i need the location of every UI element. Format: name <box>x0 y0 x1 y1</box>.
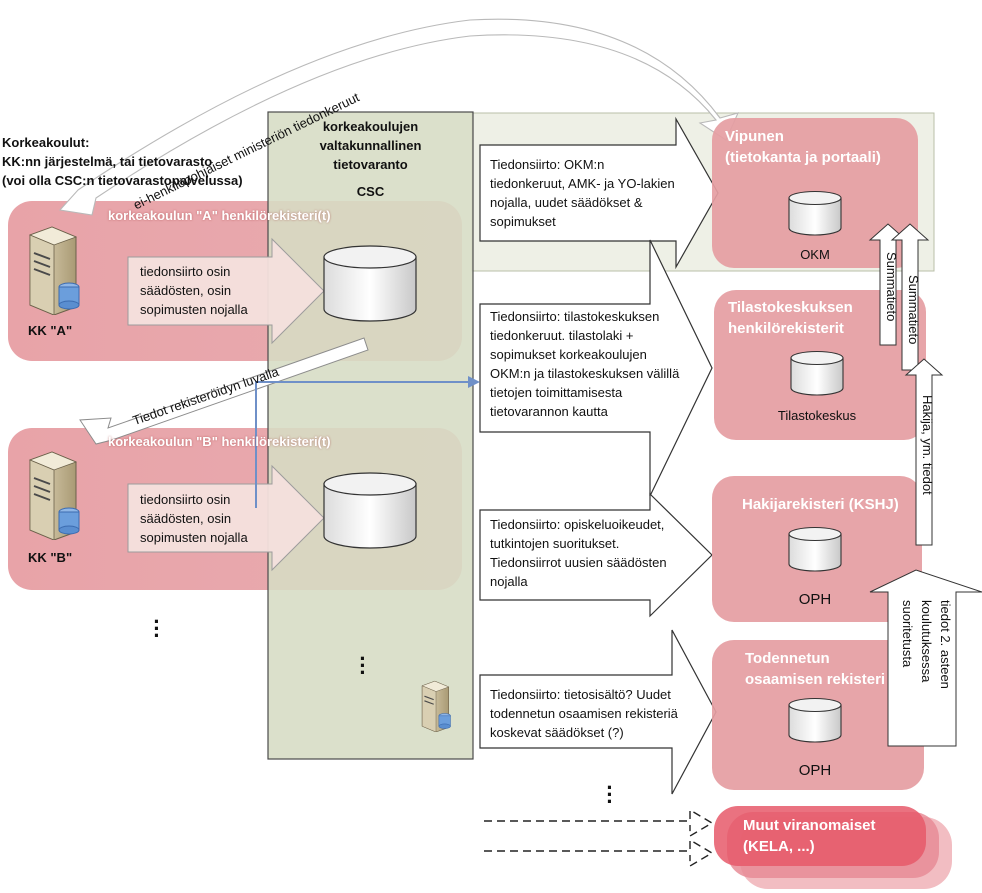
server-icon <box>28 451 80 540</box>
flow-hakija-line-3: Tiedonsiirrot uusien säädösten <box>490 555 667 570</box>
database-icon <box>788 526 842 572</box>
flow-hakija-line-2: tutkintojen suoritukset. <box>490 536 620 551</box>
vert-label-toinen-aste-1: tiedot 2. asteen <box>938 600 953 689</box>
flow-tilasto-line-4: OKM:n ja tilastokeskuksen välillä <box>490 366 680 381</box>
vertical-ellipsis-icon: ··· <box>153 609 161 648</box>
flow-okm-line-3: nojalla, uudet säädökset & <box>490 195 643 210</box>
vert-label-hakija: Hakija, ym. tiedot <box>920 395 935 495</box>
flow-arrow-todennettu <box>479 629 717 795</box>
csc-subtitle: CSC <box>356 184 385 199</box>
dashed-arrow-2 <box>484 838 714 868</box>
flow-tilasto-line-3: sopimukset korkeakoulujen <box>490 347 647 362</box>
vert-label-summatieto-1: Summatieto <box>884 252 899 322</box>
band-a-arrow-line-3: sopimusten nojalla <box>140 302 248 317</box>
database-icon <box>788 697 842 743</box>
vert-arrow-summatieto-1 <box>868 223 908 346</box>
server-icon <box>421 680 451 732</box>
target-vipunen-title-1: Vipunen <box>725 128 784 145</box>
flow-okm-line-2: tiedonkeruut, AMK- ja YO-lakien <box>490 176 675 191</box>
band-b-arrow <box>127 464 325 572</box>
flow-todennettu-line-1: Tiedonsiirto: tietosisältö? Uudet <box>490 687 671 702</box>
flow-todennettu-line-3: koskevat säädökset (?) <box>490 725 624 740</box>
vert-arrow-toinen-aste <box>869 569 982 747</box>
vertical-ellipsis-icon: ··· <box>606 775 614 814</box>
target-hakija-title: Hakijarekisteri (KSHJ) <box>742 496 899 513</box>
band-a-arrow-line-1: tiedonsiirto osin <box>140 264 231 279</box>
flow-hakija-line-1: Tiedonsiirto: opiskeluoikeudet, <box>490 517 665 532</box>
target-tilasto-db-label: Tilastokeskus <box>777 408 857 423</box>
database-icon <box>323 245 417 322</box>
header-line-1: Korkeakoulut: <box>2 135 90 150</box>
csc-title-line-3: tietovaranto <box>333 157 408 172</box>
target-todennettu-db-label: OPH <box>798 762 832 779</box>
target-vipunen-db-label: OKM <box>800 247 830 262</box>
header-line-2: KK:nn järjestelmä, tai tietovarasto <box>2 154 213 169</box>
flow-arrow-tilasto <box>479 239 713 497</box>
flow-hakija-line-4: nojalla <box>490 574 528 589</box>
csc-title-line-2: valtakunnallinen <box>319 138 422 153</box>
target-tilasto-title-2: henkilörekisterit <box>728 320 844 337</box>
band-b-arrow-line-2: säädösten, osin <box>140 511 232 526</box>
target-vipunen-title-2: (tietokanta ja portaali) <box>725 149 881 166</box>
band-a-arrow-line-2: säädösten, osin <box>140 283 232 298</box>
dashed-arrow-1 <box>484 808 714 838</box>
vert-label-toinen-aste-3: suoritetusta <box>900 600 915 668</box>
flow-okm-line-1: Tiedonsiirto: OKM:n <box>490 157 605 172</box>
vertical-ellipsis-icon: ··· <box>359 646 367 685</box>
blue-connector <box>255 381 468 508</box>
band-b-title: korkeakoulun "B" henkilörekisteri(t) <box>108 434 331 449</box>
top-curved-arrow <box>58 18 739 216</box>
flow-tilasto-line-6: tietovarannon kautta <box>490 404 608 419</box>
flow-tilasto-line-5: tietojen toimittamisesta <box>490 385 623 400</box>
band-b-arrow-line-1: tiedonsiirto osin <box>140 492 231 507</box>
flow-arrow-okm <box>479 116 719 270</box>
target-muut-title-1: Muut viranomaiset <box>743 817 876 834</box>
csc-title-line-1: korkeakoulujen <box>322 119 419 134</box>
flow-tilasto-line-2: tiedonkeruut. tilastolaki + <box>490 328 634 343</box>
target-hakija-db-label: OPH <box>798 591 832 608</box>
band-a-title: korkeakoulun "A" henkilörekisteri(t) <box>108 208 331 223</box>
vert-label-toinen-aste-2: koulutuksessa <box>919 600 934 683</box>
flow-arrow-hakija <box>479 492 713 618</box>
band-b-arrow-line-3: sopimusten nojalla <box>140 530 248 545</box>
target-todennettu-title-1: Todennetun <box>745 650 830 667</box>
band-b-server-label: KK "B" <box>28 550 73 565</box>
band-a-arrow <box>127 237 325 345</box>
return-arrow <box>79 337 369 445</box>
target-muut-box <box>714 806 926 866</box>
target-tilasto-title-1: Tilastokeskuksen <box>728 299 853 316</box>
csc-panel <box>267 111 474 760</box>
target-todennettu-title-2: osaamisen rekisteri <box>745 671 886 688</box>
flow-tilasto-line-1: Tiedonsiirto: tilastokeskuksen <box>490 309 660 324</box>
flow-okm-line-4: sopimukset <box>490 214 556 229</box>
database-icon <box>788 190 842 236</box>
band-a-server-label: KK "A" <box>28 323 73 338</box>
header-line-3: (voi olla CSC:n tietovarastopalvelussa) <box>2 173 243 188</box>
database-icon <box>790 350 844 396</box>
vert-label-summatieto-2: Summatieto <box>906 275 921 345</box>
flow-todennettu-line-2: todennetun osaamisen rekisteriä <box>490 706 678 721</box>
database-icon <box>323 472 417 549</box>
vert-arrow-summatieto-2 <box>890 223 930 371</box>
vert-arrow-hakija <box>904 358 944 546</box>
server-icon <box>28 226 80 315</box>
target-muut-title-2: (KELA, ...) <box>743 838 815 855</box>
